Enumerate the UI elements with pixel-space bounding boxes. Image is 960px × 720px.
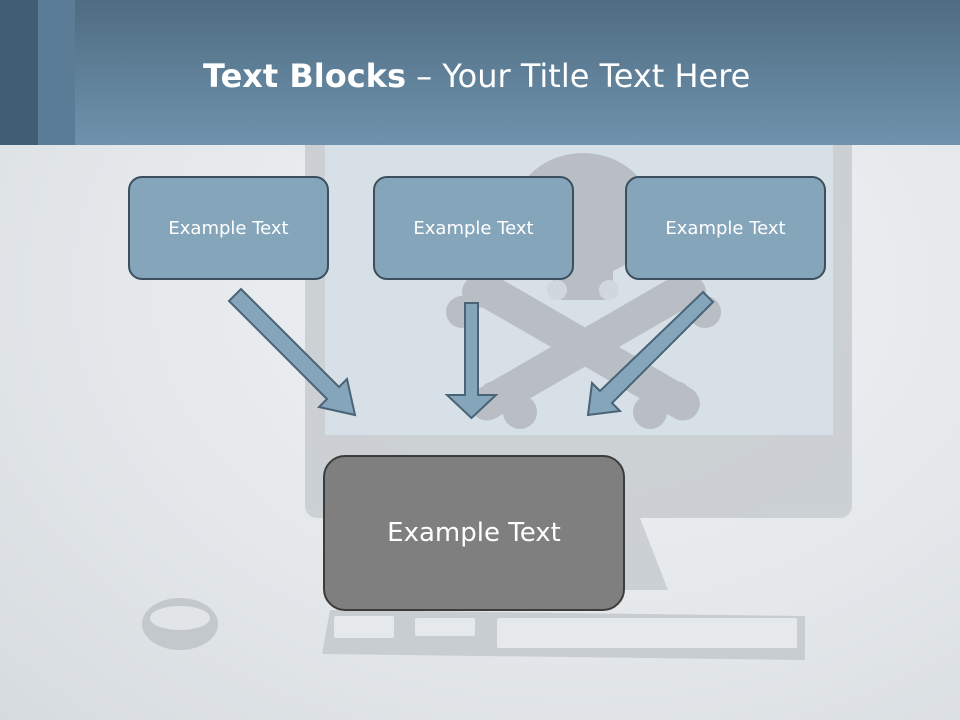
title-bold-part: Text Blocks [203, 57, 406, 95]
title-bar: Text Blocks – Your Title Text Here [0, 0, 960, 145]
text-block-3[interactable]: Example Text [625, 176, 826, 280]
main-text-block[interactable]: Example Text [323, 455, 625, 611]
slide-title: Text Blocks – Your Title Text Here [203, 52, 750, 100]
mouse-illustration [142, 598, 218, 650]
text-block-2[interactable]: Example Text [373, 176, 574, 280]
keyboard-illustration [322, 610, 805, 660]
arrow-center [444, 302, 499, 420]
text-block-label: Example Text [665, 217, 786, 239]
header-accent-strip [0, 0, 38, 145]
skull-crossbones-icon [446, 153, 721, 429]
text-block-label: Example Text [413, 217, 534, 239]
arrow-right [586, 290, 715, 417]
arrow-left [227, 287, 357, 417]
main-text-block-label: Example Text [387, 518, 561, 548]
text-block-label: Example Text [168, 217, 289, 239]
text-block-1[interactable]: Example Text [128, 176, 329, 280]
title-rest-part: – Your Title Text Here [406, 57, 751, 95]
arrows [227, 287, 715, 420]
header-accent-strip [38, 0, 75, 145]
